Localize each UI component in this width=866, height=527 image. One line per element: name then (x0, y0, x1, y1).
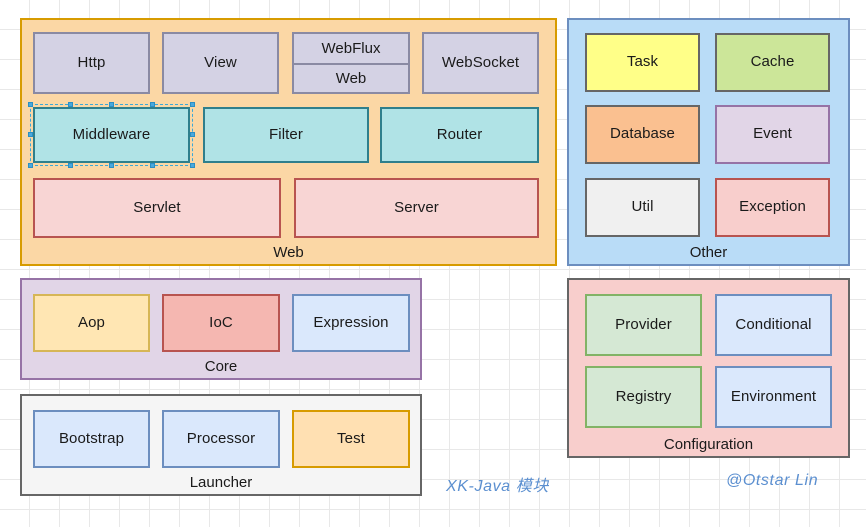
node-conditional-label: Conditional (735, 315, 812, 333)
node-view[interactable]: View (162, 32, 279, 94)
node-util-label: Util (631, 198, 654, 216)
node-webflux-web[interactable]: WebFlux Web (292, 32, 410, 94)
node-event-label: Event (753, 125, 792, 143)
node-webflux[interactable]: WebFlux (294, 34, 408, 63)
group-core-label: Core (204, 358, 238, 375)
node-aop[interactable]: Aop (33, 294, 150, 352)
node-expression-label: Expression (313, 313, 389, 331)
node-event[interactable]: Event (715, 105, 830, 164)
node-test-label: Test (337, 429, 365, 447)
group-other-label: Other (689, 244, 728, 261)
group-web-label: Web (273, 244, 304, 261)
node-processor-label: Processor (186, 429, 256, 447)
node-exception[interactable]: Exception (715, 178, 830, 237)
node-http-label: Http (77, 53, 106, 71)
node-websocket[interactable]: WebSocket (422, 32, 539, 94)
node-filter[interactable]: Filter (203, 107, 369, 163)
node-exception-label: Exception (739, 198, 806, 216)
resize-handle-nw[interactable] (28, 102, 33, 107)
node-websocket-label: WebSocket (441, 53, 520, 71)
node-web-label: Web (335, 70, 367, 87)
node-view-label: View (204, 53, 237, 71)
node-processor[interactable]: Processor (162, 410, 280, 468)
node-middleware[interactable]: Middleware (33, 107, 190, 163)
node-webflux-label: WebFlux (321, 40, 381, 57)
node-registry[interactable]: Registry (585, 366, 702, 428)
resize-handle-sw[interactable] (28, 163, 33, 168)
node-server[interactable]: Server (294, 178, 539, 238)
node-provider-label: Provider (615, 315, 672, 333)
resize-handle-s2[interactable] (109, 163, 114, 168)
node-database[interactable]: Database (585, 105, 700, 164)
watermark-project: XK-Java 模块 (446, 478, 549, 495)
resize-handle-ne[interactable] (190, 102, 195, 107)
resize-handle-n[interactable] (68, 102, 73, 107)
node-provider[interactable]: Provider (585, 294, 702, 356)
node-router-label: Router (436, 125, 483, 143)
resize-handle-e[interactable] (190, 132, 195, 137)
node-bootstrap[interactable]: Bootstrap (33, 410, 150, 468)
node-servlet-label: Servlet (133, 198, 181, 216)
node-aop-label: Aop (78, 313, 105, 331)
node-bootstrap-label: Bootstrap (58, 429, 125, 447)
resize-handle-n2[interactable] (109, 102, 114, 107)
node-test[interactable]: Test (292, 410, 410, 468)
node-ioc-label: IoC (209, 313, 233, 331)
node-ioc[interactable]: IoC (162, 294, 280, 352)
node-servlet[interactable]: Servlet (33, 178, 281, 238)
node-middleware-label: Middleware (72, 125, 151, 143)
node-registry-label: Registry (615, 387, 672, 405)
watermark-author: @Otstar Lin (726, 472, 819, 489)
node-task[interactable]: Task (585, 33, 700, 92)
node-server-label: Server (394, 198, 439, 216)
node-cache-label: Cache (750, 53, 795, 71)
resize-handle-s[interactable] (68, 163, 73, 168)
node-conditional[interactable]: Conditional (715, 294, 832, 356)
resize-handle-n3[interactable] (150, 102, 155, 107)
node-task-label: Task (626, 53, 659, 71)
resize-handle-se[interactable] (190, 163, 195, 168)
node-router[interactable]: Router (380, 107, 539, 163)
node-cache[interactable]: Cache (715, 33, 830, 92)
group-configuration-label: Configuration (663, 436, 754, 453)
node-filter-label: Filter (269, 125, 303, 143)
node-environment[interactable]: Environment (715, 366, 832, 428)
resize-handle-s3[interactable] (150, 163, 155, 168)
node-web[interactable]: Web (294, 63, 408, 92)
node-database-label: Database (609, 125, 675, 143)
node-expression[interactable]: Expression (292, 294, 410, 352)
resize-handle-w[interactable] (28, 132, 33, 137)
group-launcher-label: Launcher (189, 474, 253, 491)
node-util[interactable]: Util (585, 178, 700, 237)
node-environment-label: Environment (730, 387, 817, 405)
node-http[interactable]: Http (33, 32, 150, 94)
